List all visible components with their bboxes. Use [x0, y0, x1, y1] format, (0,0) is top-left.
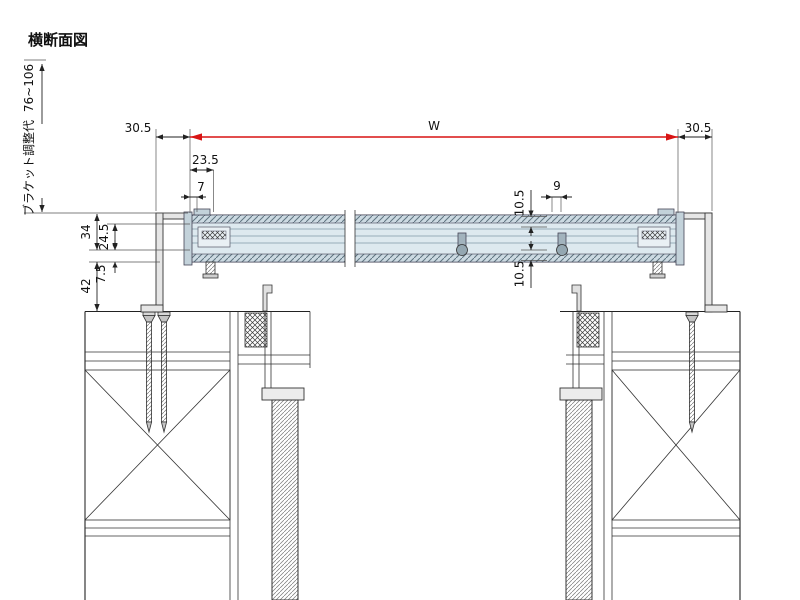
- frame-clip-right: [571, 284, 582, 312]
- wall-left: [84, 284, 311, 600]
- mount-bracket-left: [140, 212, 191, 313]
- dim-34-label: 34: [79, 224, 93, 239]
- frame-board-left: [271, 399, 299, 600]
- shutter-box-top-rail: [189, 214, 679, 224]
- framing-x-left: [84, 369, 231, 521]
- dim-offset-right-label: 30.5: [685, 121, 712, 135]
- dim-10-5-lower-label: 10.5: [513, 261, 527, 288]
- break-mark: [344, 210, 356, 267]
- dim-24-5-label: 24.5: [97, 224, 111, 251]
- frame-head-right: [559, 387, 603, 401]
- bracket-range-label: 76~106: [22, 64, 36, 112]
- right-hanger-bolt: [652, 261, 663, 275]
- dim-10-5-upper-label: 10.5: [513, 190, 527, 217]
- shutter-box-right-cap: [675, 211, 685, 266]
- dimensions-left: 34 24.5 7.5 42: [79, 214, 190, 311]
- dimensions-top: 30.5 30.5 W 23.5 7 9 10.5 10.5: [125, 119, 713, 288]
- framing-x-right: [611, 369, 741, 521]
- left-top-tab: [193, 208, 211, 216]
- frame-clip-left: [262, 284, 273, 312]
- dim-7-label: 7: [197, 180, 205, 194]
- w-arrow-right: [666, 133, 678, 141]
- frame-head-left: [261, 387, 305, 401]
- dim-w-label: W: [428, 119, 440, 133]
- left-hanger-bolt: [205, 261, 216, 275]
- shutter-box-bottom-rail: [189, 253, 679, 263]
- screw-left-2: [157, 311, 171, 433]
- shutter-box-left-cap: [183, 211, 193, 266]
- center-bolt-2: [556, 232, 568, 256]
- packing-right: [576, 312, 600, 348]
- screw-left-1: [142, 311, 156, 433]
- dim-7-5-label: 7.5: [94, 264, 108, 283]
- packing-left: [244, 312, 268, 348]
- shutter-box: [183, 208, 685, 279]
- dim-23-5-label: 23.5: [192, 153, 219, 167]
- w-arrow-left: [190, 133, 202, 141]
- drawing-title: 横断面図: [28, 31, 88, 49]
- screw-right-1: [685, 311, 699, 433]
- frame-board-right: [565, 399, 593, 600]
- bracket-adjust-annotation: 76~106 ブラケット調整代: [21, 59, 188, 216]
- dim-offset-left-label: 30.5: [125, 121, 152, 135]
- right-top-tab: [657, 208, 675, 216]
- bracket-adjust-label: ブラケット調整代: [21, 120, 36, 216]
- center-bolt-1: [456, 232, 468, 256]
- wall-right: [559, 284, 741, 600]
- dim-9-label: 9: [553, 179, 561, 193]
- dim-42-label: 42: [79, 278, 93, 293]
- mount-bracket-right: [677, 212, 728, 313]
